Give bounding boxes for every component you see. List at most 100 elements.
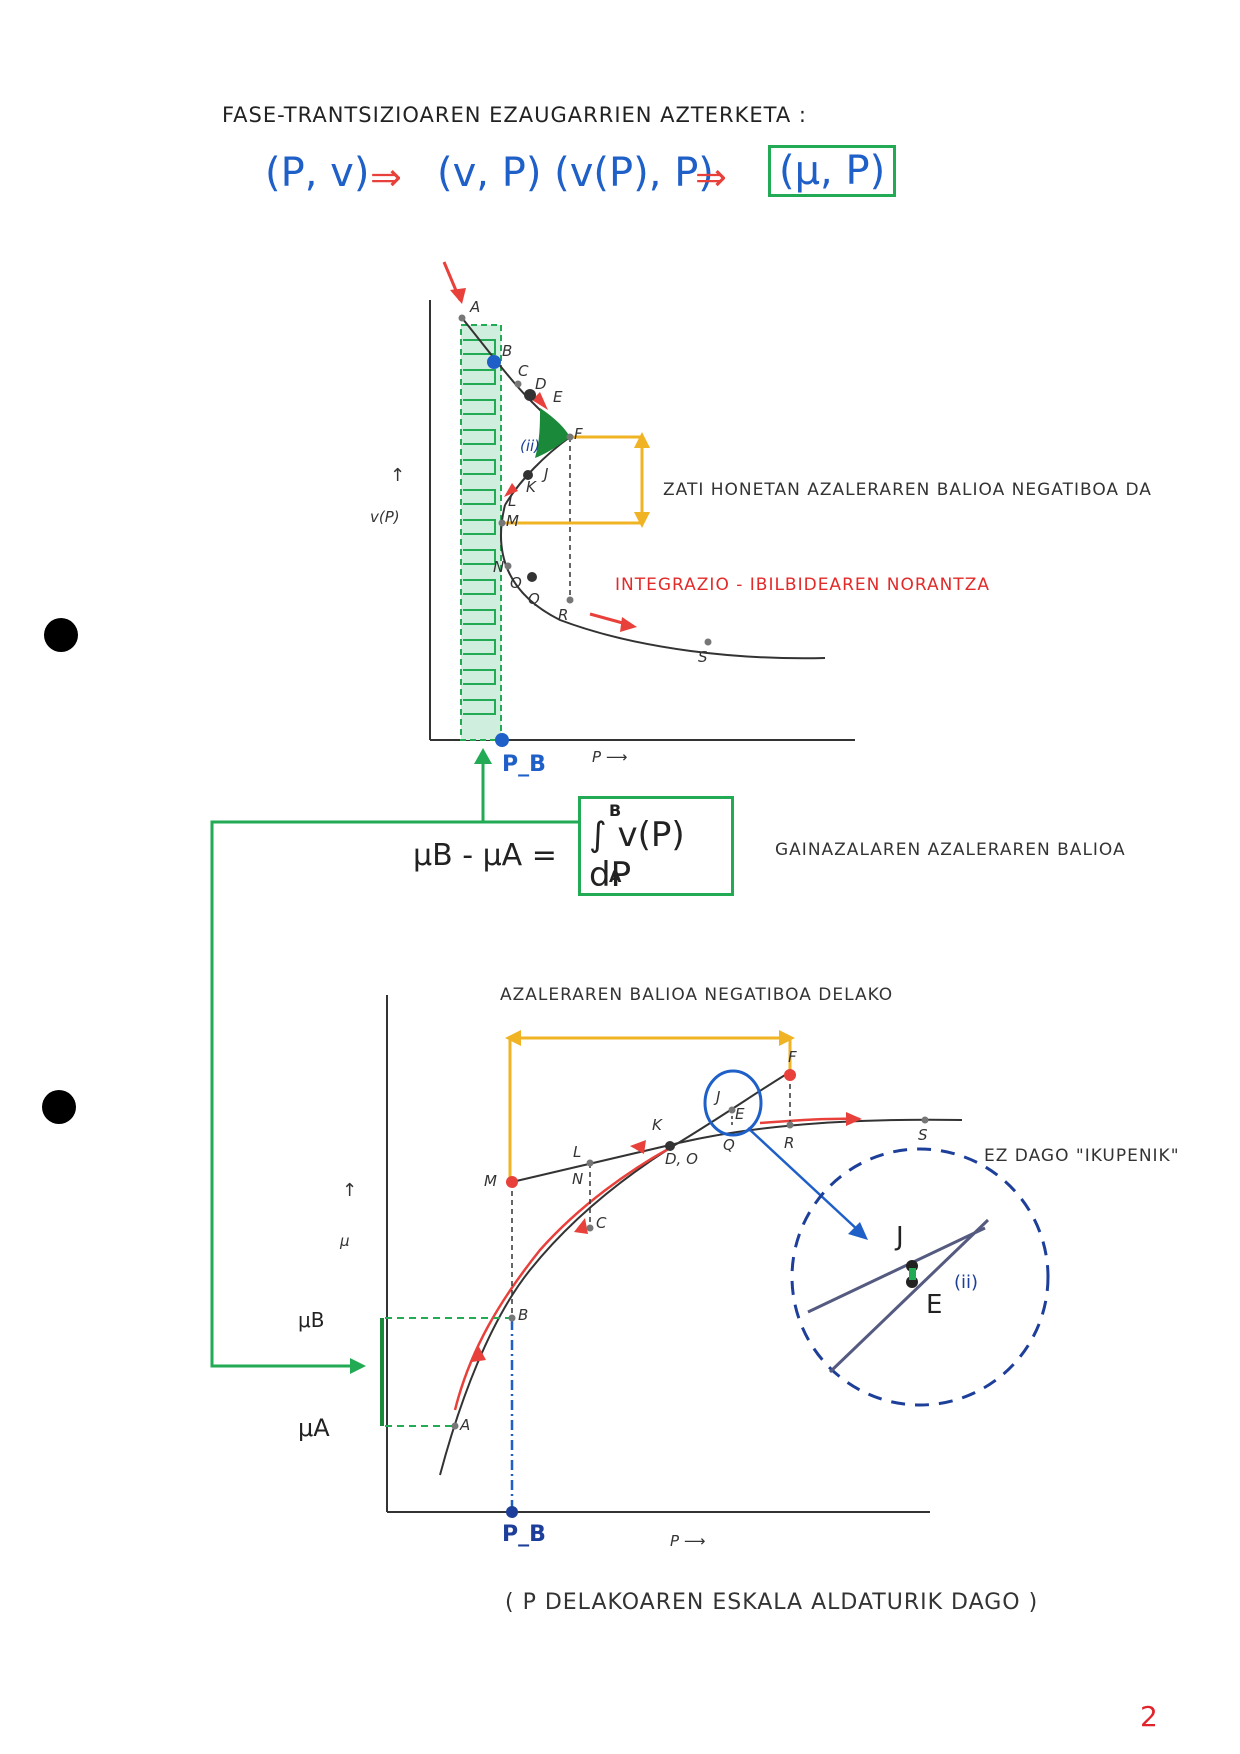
bottom-pb-label: P_B — [502, 1522, 546, 1547]
point-a-bottom — [451, 1422, 459, 1430]
label-m-top: M — [506, 512, 519, 530]
zoom-source-circle — [703, 1069, 763, 1137]
label-j-bottom: J — [716, 1088, 721, 1106]
point-a-top — [458, 314, 466, 322]
direction-note: INTEGRAZIO - IBILBIDEAREN NORANTZA — [615, 575, 990, 595]
point-r-top — [566, 596, 574, 604]
bottom-y-axis-label: μ — [340, 1232, 350, 1250]
zoom-line-1 — [807, 1226, 986, 1314]
integral-expression: ∫ v(P) dP — [589, 815, 685, 895]
point-m-bottom — [506, 1176, 518, 1188]
scale-note: ( P DELAKOAREN ESKALA ALDATURIK DAGO ) — [505, 1590, 1039, 1615]
label-m-bottom: M — [484, 1172, 497, 1190]
zoom-green-segment — [909, 1268, 916, 1280]
mu-a-label: μA — [298, 1414, 330, 1442]
label-ii-top: (ii) — [520, 437, 541, 455]
point-s-top — [704, 638, 712, 646]
label-f-bottom: F — [788, 1048, 797, 1066]
label-q-top: Q — [528, 590, 540, 608]
label-a-bottom: A — [460, 1416, 471, 1434]
zoom-label-j: J — [896, 1222, 904, 1252]
point-pb-bottom — [506, 1506, 518, 1518]
red-arrowhead-l — [504, 483, 518, 497]
zoom-label-e: E — [926, 1290, 943, 1320]
top-y-axis-label: v(P) — [370, 508, 400, 526]
red-arrowhead-e — [532, 392, 548, 410]
bottom-y-arrow: ↑ — [342, 1180, 358, 1201]
label-n-bottom: N — [572, 1170, 584, 1188]
zoom-arrowhead — [848, 1222, 868, 1240]
yellow-top-bracket — [508, 1036, 792, 1182]
negative-lobe — [535, 408, 570, 458]
red-arrowhead-b3 — [630, 1140, 646, 1154]
zoom-note: EZ DAGO "IKUPENIK" — [984, 1146, 1180, 1166]
relation-lhs: μB - μA = — [413, 838, 557, 873]
point-e-bottom — [728, 1106, 736, 1114]
label-b-top: B — [502, 342, 513, 360]
point-r-bottom — [786, 1121, 794, 1129]
label-l-top: L — [508, 492, 517, 510]
green-arrowhead-up — [474, 748, 492, 764]
label-s-top: S — [698, 648, 708, 666]
label-l-bottom: L — [573, 1143, 582, 1161]
label-b-bottom: B — [518, 1306, 529, 1324]
top-pb-label: P_B — [502, 752, 546, 777]
red-arrowhead-b2 — [574, 1218, 588, 1234]
formula-pv: (P, v) — [265, 150, 370, 196]
point-c-bottom — [586, 1224, 594, 1232]
point-s-bottom — [921, 1116, 929, 1124]
label-c-top: C — [518, 362, 529, 380]
bottom-top-note: AZALERAREN BALIOA NEGATIBOA DELAKO — [500, 985, 894, 1005]
red-arrowhead-start — [450, 288, 466, 304]
surface-area-note: GAINAZALAREN AZALERAREN BALIOA — [775, 840, 1126, 860]
point-f-bottom — [784, 1069, 796, 1081]
binder-hole-bottom — [42, 1090, 76, 1124]
red-arrowhead-r — [620, 617, 637, 632]
integral-upper: B — [609, 801, 622, 820]
formula-mu-p: (μ, P) — [768, 145, 897, 197]
yellow-arrowhead-up — [634, 432, 650, 448]
formula-vp: (v, P) (v(P), P) — [437, 150, 714, 196]
red-stable-overlay — [453, 1146, 671, 1411]
yellow-arrowhead-down — [634, 512, 650, 528]
point-d-top — [524, 389, 536, 401]
red-arrowhead-b4 — [846, 1112, 862, 1126]
top-x-axis-label: P ⟶ — [592, 748, 628, 766]
zoom-line-2 — [828, 1218, 990, 1374]
point-l-bottom — [586, 1159, 594, 1167]
label-a-top: A — [470, 298, 481, 316]
label-e-top: E — [553, 388, 563, 406]
point-k-top — [523, 470, 533, 480]
label-r-bottom: R — [784, 1134, 795, 1152]
green-connector — [210, 752, 485, 1368]
point-pb-top — [495, 733, 509, 747]
label-r-top: R — [558, 606, 569, 624]
label-j-top: J — [544, 465, 549, 483]
green-arrowhead-right — [350, 1358, 366, 1374]
label-o-top: O — [510, 574, 522, 592]
negative-area-note: ZATI HONETAN AZALERAREN BALIOA NEGATIBOA… — [663, 480, 1152, 500]
point-b-bottom — [508, 1314, 516, 1322]
point-c-top — [514, 380, 522, 388]
top-y-arrow: ↑ — [390, 465, 406, 486]
point-d-bottom — [665, 1141, 675, 1151]
red-arrowhead-b1 — [472, 1345, 486, 1362]
label-k-bottom: K — [652, 1116, 662, 1134]
point-f-top — [566, 433, 574, 441]
label-s-bottom: S — [918, 1126, 928, 1144]
hatch-lines — [463, 339, 496, 715]
mu-upper-line — [511, 1118, 963, 1183]
label-f-top: F — [574, 425, 583, 443]
zoom-detail-circle — [790, 1147, 1050, 1407]
label-k-top: K — [526, 478, 536, 496]
formula-arrow-2: ⇒ — [695, 155, 727, 199]
label-d-top: D — [535, 375, 547, 393]
bottom-x-axis-label: P ⟶ — [670, 1532, 706, 1550]
label-q-bottom: Q — [723, 1136, 735, 1154]
label-c-bottom: C — [596, 1214, 607, 1232]
label-do-bottom: D, O — [665, 1150, 698, 1168]
formula-arrow-1: ⇒ — [370, 155, 402, 199]
label-e-bottom: E — [735, 1105, 745, 1123]
zoom-label-ii: (ii) — [954, 1272, 979, 1293]
